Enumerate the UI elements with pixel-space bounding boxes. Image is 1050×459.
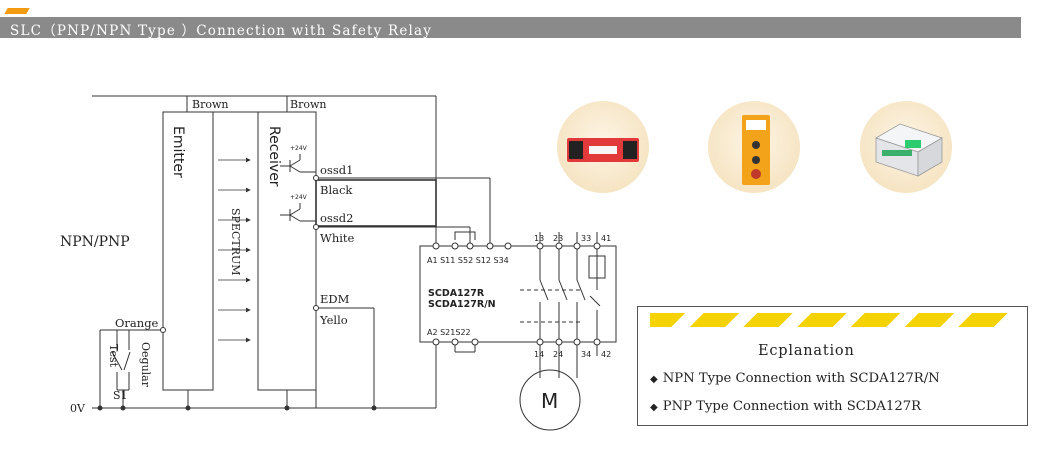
contact-label-41: 41 xyxy=(601,234,611,243)
orange-relay-unit-image xyxy=(708,101,800,193)
orange-wire-label: Orange xyxy=(115,316,159,330)
diamond-bullet-icon: ◆ xyxy=(650,402,658,413)
emitter-label: Emitter xyxy=(170,126,186,178)
relay-top-terminals: A1 S11 S52 S12 S34 xyxy=(427,256,509,265)
hazard-stripes xyxy=(650,313,1012,327)
wire-label-brown-right: Brown xyxy=(290,98,326,111)
motor-label: M xyxy=(541,389,558,413)
contact-label-13: 13 xyxy=(534,234,544,243)
explanation-item-text: PNP Type Connection with SCDA127R xyxy=(662,399,922,414)
supply-label-2: +24V xyxy=(290,194,308,201)
white-enclosure-image xyxy=(860,101,952,193)
mode-label: NPN/PNP xyxy=(60,234,130,250)
relay-model-2: SCDA127R/N xyxy=(428,299,496,310)
spectrum-label: SPECTRUM xyxy=(229,208,242,276)
contact-label-42: 42 xyxy=(601,350,611,359)
black-wire-label: Black xyxy=(320,183,353,197)
ov-label: 0V xyxy=(70,402,86,415)
section-header: SLC（PNP/NPN Type ）Connection with Safety… xyxy=(0,0,1050,40)
header-bar xyxy=(0,17,1021,38)
contact-label-34: 34 xyxy=(581,350,591,359)
explanation-item-text: NPN Type Connection with SCDA127R/N xyxy=(662,371,940,386)
oegular-label: Oegular xyxy=(139,342,152,388)
explanation-title: Ecplanation xyxy=(758,343,855,359)
page-title: SLC（PNP/NPN Type ）Connection with Safety… xyxy=(10,23,433,39)
explanation-item: ◆ PNP Type Connection with SCDA127R xyxy=(650,399,921,414)
diamond-bullet-icon: ◆ xyxy=(650,374,658,385)
red-relay-module-image xyxy=(557,101,649,193)
supply-label-1: +24V xyxy=(290,145,308,152)
contact-label-14: 14 xyxy=(534,350,544,359)
receiver-label: Receiver xyxy=(266,126,282,187)
explanation-box: Ecplanation ◆ NPN Type Connection with SC… xyxy=(637,306,1028,426)
wire-label-brown-left: Brown xyxy=(192,98,228,111)
explanation-item: ◆ NPN Type Connection with SCDA127R/N xyxy=(650,371,940,386)
contact-label-24: 24 xyxy=(553,350,563,359)
contact-label-23: 23 xyxy=(553,234,563,243)
contact-label-33: 33 xyxy=(581,234,591,243)
test-label: Test xyxy=(107,344,120,368)
white-wire-label: White xyxy=(320,231,355,245)
relay-bottom-terminals: A2 S21S22 xyxy=(427,328,471,337)
edm-label: EDM xyxy=(320,292,350,306)
s1-label: S1 xyxy=(113,389,128,402)
ossd2-label: ossd2 xyxy=(320,211,353,225)
relay-model-1: SCDA127R xyxy=(428,288,485,299)
yello-wire-label: Yello xyxy=(319,313,348,327)
ossd1-label: ossd1 xyxy=(320,163,353,177)
